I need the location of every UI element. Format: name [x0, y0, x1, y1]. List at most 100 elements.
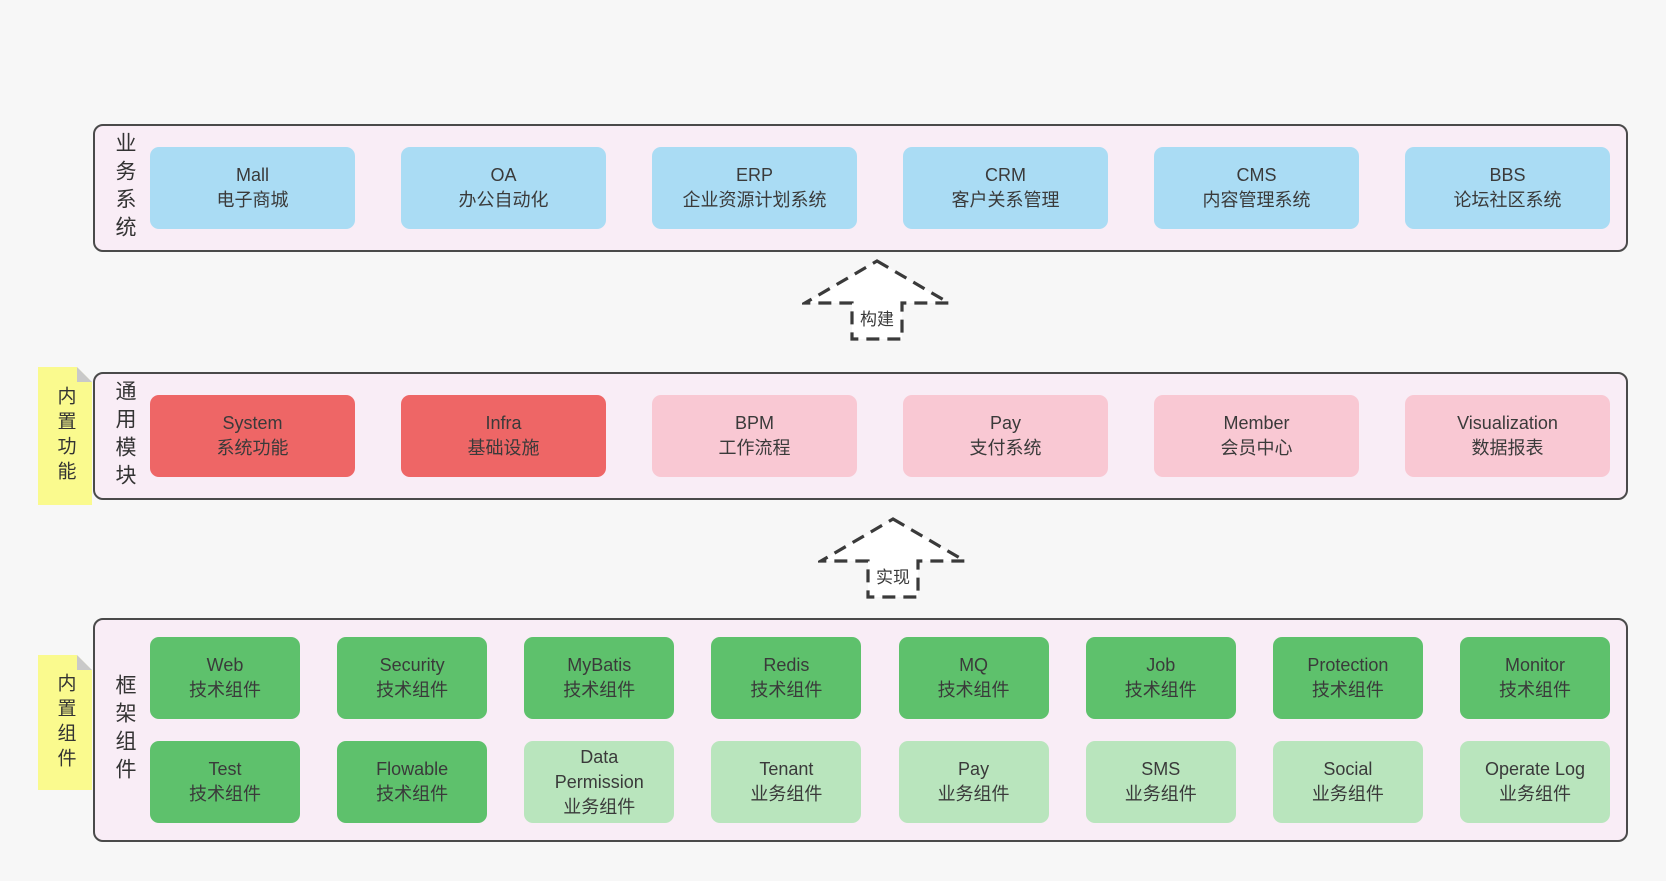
box-title: Infra — [485, 413, 522, 433]
box-subtitle: 业务组件 — [563, 796, 636, 817]
box-title: Mall — [235, 165, 269, 185]
box-crm: CRM 客户关系管理 — [903, 147, 1108, 229]
box-subtitle: 业务组件 — [1124, 784, 1197, 804]
box-title: BBS — [1489, 165, 1526, 185]
box-title: MQ — [959, 655, 989, 675]
box-operate-log: Operate Log 业务组件 — [1459, 741, 1610, 823]
box-subtitle: 支付系统 — [969, 438, 1042, 458]
box-title: Security — [379, 655, 445, 675]
box-title: Test — [208, 759, 242, 779]
box-title: MyBatis — [567, 655, 632, 675]
box-mall: Mall 电子商城 — [150, 147, 355, 229]
box-subtitle: 内容管理系统 — [1202, 190, 1311, 210]
box-bbs: BBS 论坛社区系统 — [1405, 147, 1610, 229]
box-title: Pay — [989, 413, 1022, 433]
box-subtitle: 技术组件 — [1498, 680, 1571, 700]
box-subtitle: 技术组件 — [563, 680, 636, 700]
up-arrow-dashed-icon — [802, 259, 952, 341]
box-title: Job — [1146, 655, 1176, 675]
box-subtitle: 技术组件 — [376, 680, 449, 700]
box-infra: Infra 基础设施 — [401, 395, 606, 477]
box-title: BPM — [734, 413, 774, 433]
box-subtitle: 业务组件 — [1498, 784, 1571, 804]
box-system: System 系统功能 — [150, 395, 355, 477]
sticky-note-built-in-components: 内置组件 — [38, 655, 92, 790]
box-subtitle: 系统功能 — [216, 438, 289, 458]
box-tenant: Tenant 业务组件 — [711, 741, 862, 823]
implement-arrow-label: 实现 — [873, 562, 913, 589]
business-box-row: Mall 电子商城 OA 办公自动化 ERP 企业资源计划系统 CRM 客户关系… — [141, 126, 1626, 250]
box-subtitle: 论坛社区系统 — [1453, 190, 1562, 210]
box-pay-component: Pay 业务组件 — [898, 741, 1049, 823]
box-subtitle: 办公自动化 — [458, 190, 549, 210]
box-title: Pay — [958, 759, 990, 779]
box-title: Operate Log — [1484, 759, 1586, 779]
box-title: Tenant — [759, 759, 814, 779]
box-title: Member — [1223, 413, 1290, 433]
box-title: Web — [206, 655, 244, 675]
box-member: Member 会员中心 — [1154, 395, 1359, 477]
box-subtitle: 技术组件 — [1124, 680, 1197, 700]
sticky-label: 内置组件 — [54, 672, 76, 773]
box-sms: SMS 业务组件 — [1085, 741, 1236, 823]
box-subtitle: 会员中心 — [1220, 438, 1293, 458]
box-subtitle: 业务组件 — [937, 784, 1010, 804]
layer-label-business: 业务系统 — [113, 132, 136, 244]
box-pay-system: Pay 支付系统 — [903, 395, 1108, 477]
box-subtitle: 技术组件 — [937, 680, 1010, 700]
box-title: CRM — [985, 165, 1026, 185]
box-bpm: BPM 工作流程 — [652, 395, 857, 477]
box-subtitle: 技术组件 — [376, 784, 449, 804]
box-security: Security 技术组件 — [337, 637, 488, 719]
layer-business-systems: 业务系统 Mall 电子商城 OA 办公自动化 ERP 企业资源计划系统 CRM… — [93, 124, 1628, 252]
up-arrow-dashed-icon — [818, 517, 968, 599]
layer-framework-components: 框架组件 Web 技术组件 Security 技术组件 MyBatis 技术组件… — [93, 618, 1628, 842]
box-subtitle: 技术组件 — [189, 680, 261, 700]
box-erp: ERP 企业资源计划系统 — [652, 147, 857, 229]
box-subtitle: 数据报表 — [1471, 438, 1544, 458]
box-title: Social — [1323, 759, 1373, 779]
box-flowable: Flowable 技术组件 — [337, 741, 488, 823]
box-title: CMS — [1236, 165, 1277, 185]
box-subtitle: 技术组件 — [750, 680, 823, 700]
box-redis: Redis 技术组件 — [711, 637, 862, 719]
box-web: Web 技术组件 — [150, 637, 300, 719]
build-arrow-label: 构建 — [857, 304, 897, 331]
box-subtitle: 工作流程 — [718, 438, 791, 458]
box-title: Protection — [1307, 655, 1389, 675]
framework-box-rows: Web 技术组件 Security 技术组件 MyBatis 技术组件 Redi… — [141, 620, 1626, 840]
box-title: System — [222, 413, 283, 433]
box-subtitle: 客户关系管理 — [951, 190, 1060, 210]
box-test: Test 技术组件 — [150, 741, 300, 823]
box-mq: MQ 技术组件 — [898, 637, 1049, 719]
box-oa: OA 办公自动化 — [401, 147, 606, 229]
box-subtitle: 技术组件 — [1311, 680, 1384, 700]
implement-arrow: 实现 — [818, 516, 968, 600]
box-cms: CMS 内容管理系统 — [1154, 147, 1359, 229]
box-data-permission: Data Permission 业务组件 — [524, 741, 675, 823]
box-title: Visualization — [1457, 413, 1558, 433]
box-title: Flowable — [376, 759, 449, 779]
build-arrow: 构建 — [802, 258, 952, 342]
framework-row-1: Web 技术组件 Security 技术组件 MyBatis 技术组件 Redi… — [150, 637, 1610, 719]
box-subtitle: 企业资源计划系统 — [682, 190, 827, 210]
box-title: SMS — [1141, 759, 1181, 779]
box-social: Social 业务组件 — [1272, 741, 1423, 823]
box-title: Data Permission — [554, 746, 644, 792]
box-job: Job 技术组件 — [1085, 637, 1236, 719]
box-title: Monitor — [1504, 655, 1565, 675]
box-subtitle: 电子商城 — [216, 190, 289, 210]
box-title: OA — [490, 165, 517, 185]
box-protection: Protection 技术组件 — [1272, 637, 1423, 719]
box-visualization: Visualization 数据报表 — [1405, 395, 1610, 477]
box-subtitle: 业务组件 — [750, 784, 823, 804]
box-title: Redis — [763, 655, 810, 675]
box-subtitle: 业务组件 — [1311, 784, 1384, 804]
box-subtitle: 基础设施 — [467, 438, 540, 458]
modules-box-row: System 系统功能 Infra 基础设施 BPM 工作流程 Pay 支付系统… — [141, 374, 1626, 498]
sticky-label: 内置功能 — [54, 386, 76, 486]
box-mybatis: MyBatis 技术组件 — [524, 637, 675, 719]
box-subtitle: 技术组件 — [189, 784, 261, 804]
layer-label-modules: 通用模块 — [113, 380, 136, 492]
